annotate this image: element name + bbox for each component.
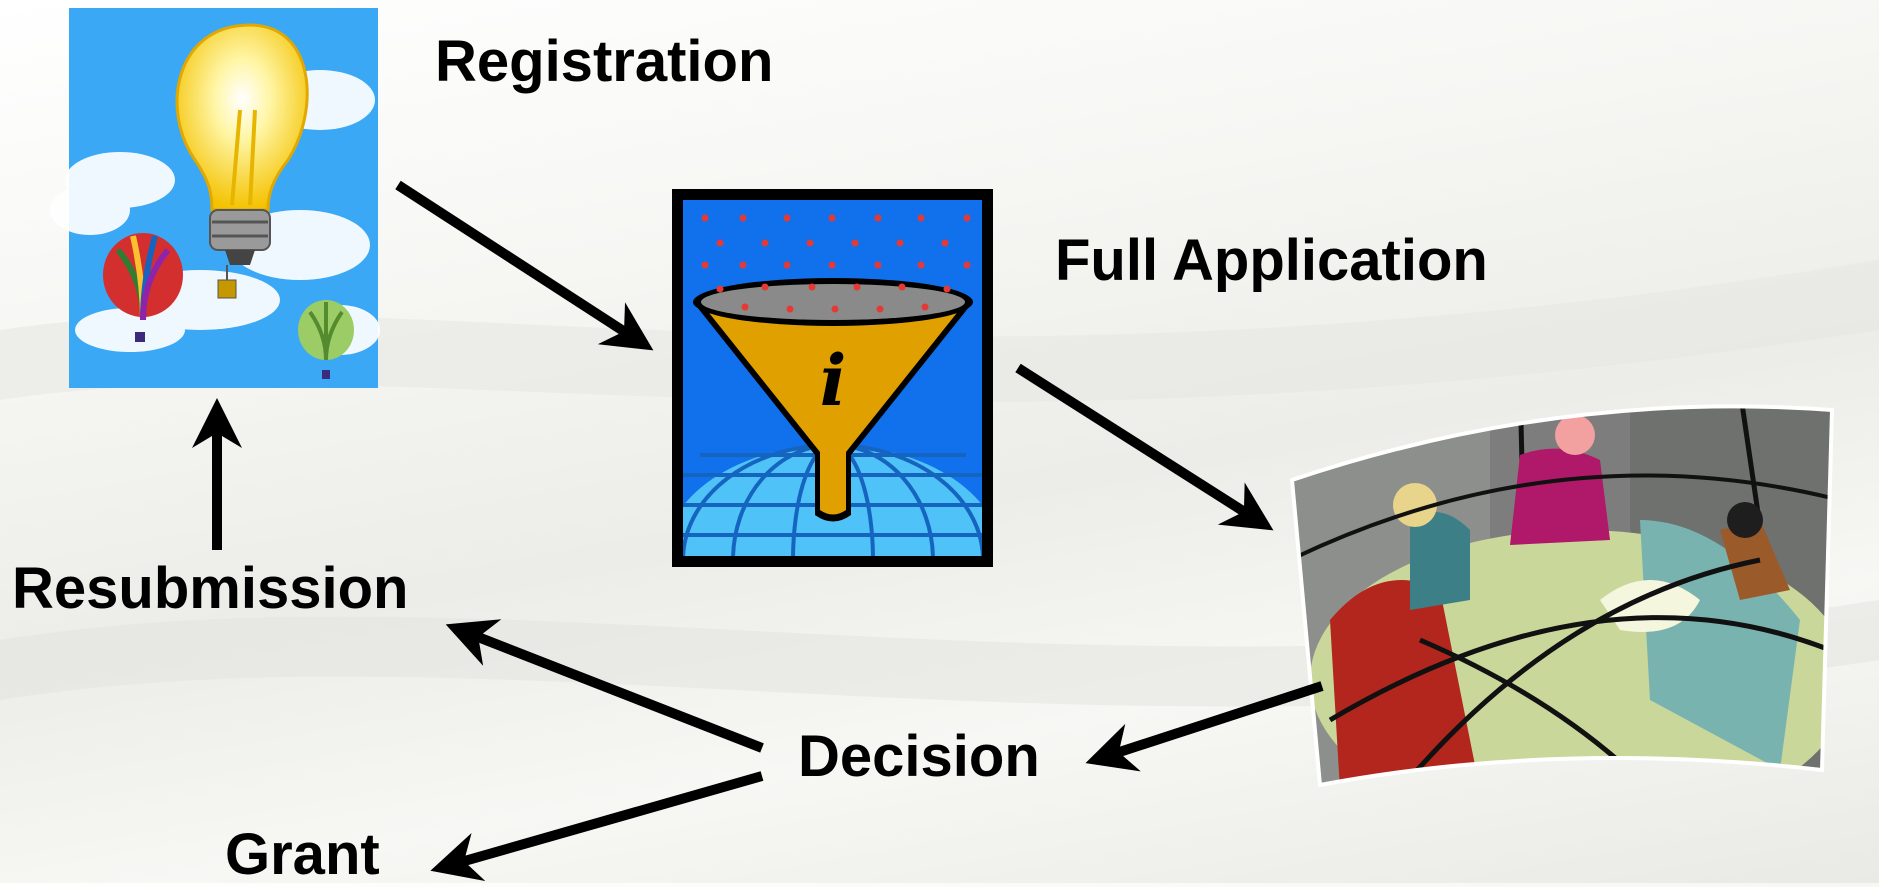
- decision-label: Decision: [798, 724, 1040, 789]
- full-application-label: Full Application: [1055, 228, 1488, 293]
- registration-label: Registration: [435, 29, 774, 94]
- grant-label: Grant: [225, 822, 380, 887]
- arrow-review-to-decision: [1085, 681, 1324, 772]
- resubmission-label: Resubmission: [12, 556, 409, 621]
- arrow-application-to-review: [1015, 363, 1274, 531]
- arrow-decision-to-resubmission: [445, 619, 764, 753]
- arrow-registration-to-application: [395, 180, 654, 351]
- arrow-decision-to-grant: [430, 771, 764, 882]
- svg-text:i: i: [820, 339, 847, 422]
